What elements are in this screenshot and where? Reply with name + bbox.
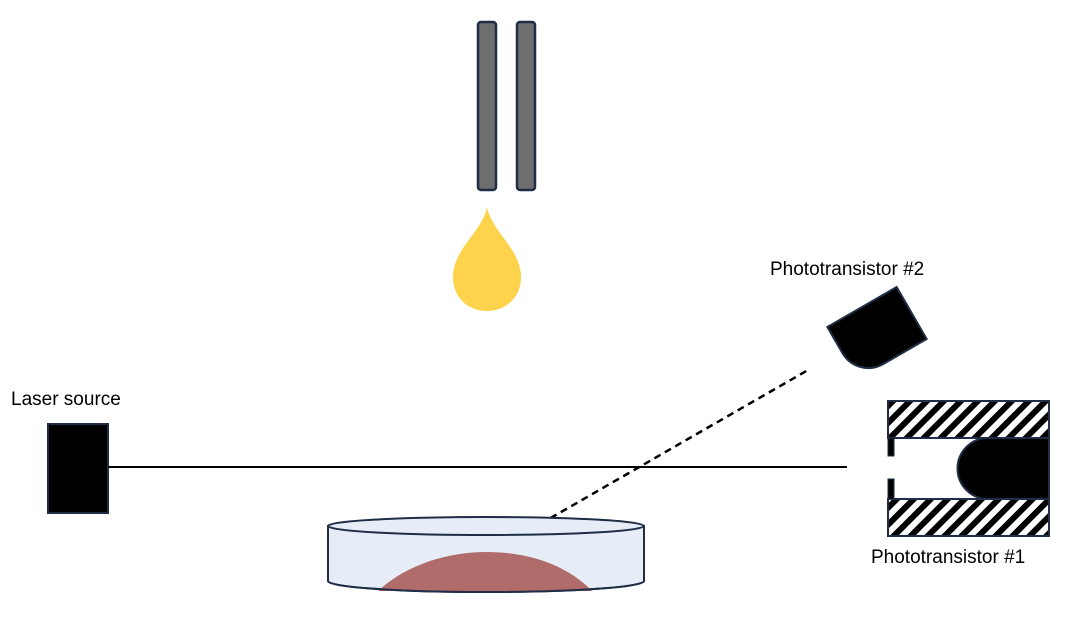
housing-top-hatch [887, 400, 1050, 439]
laser-source-label: Laser source [11, 389, 121, 410]
dish-bottom-edge [327, 580, 645, 593]
phototransistor-1-sensor [956, 437, 1050, 500]
sample [378, 552, 592, 591]
housing-lip-bottom [887, 478, 895, 500]
housing-bottom-hatch [887, 498, 1050, 537]
droplet [452, 207, 522, 311]
petri-dish [327, 516, 645, 593]
phototransistor-2-sensor [825, 285, 929, 369]
dispensing-needle [476, 20, 537, 192]
needle-tube-right [515, 20, 537, 192]
phototransistor-2-label: Phototransistor #2 [770, 259, 925, 280]
phototransistor-1-housing [887, 400, 1050, 537]
needle-tube-left [476, 20, 498, 192]
dish-rim [327, 516, 645, 536]
phototransistor-1-label: Phototransistor #1 [871, 547, 1026, 568]
laser-source [47, 423, 109, 514]
housing-lip-top [887, 437, 895, 457]
